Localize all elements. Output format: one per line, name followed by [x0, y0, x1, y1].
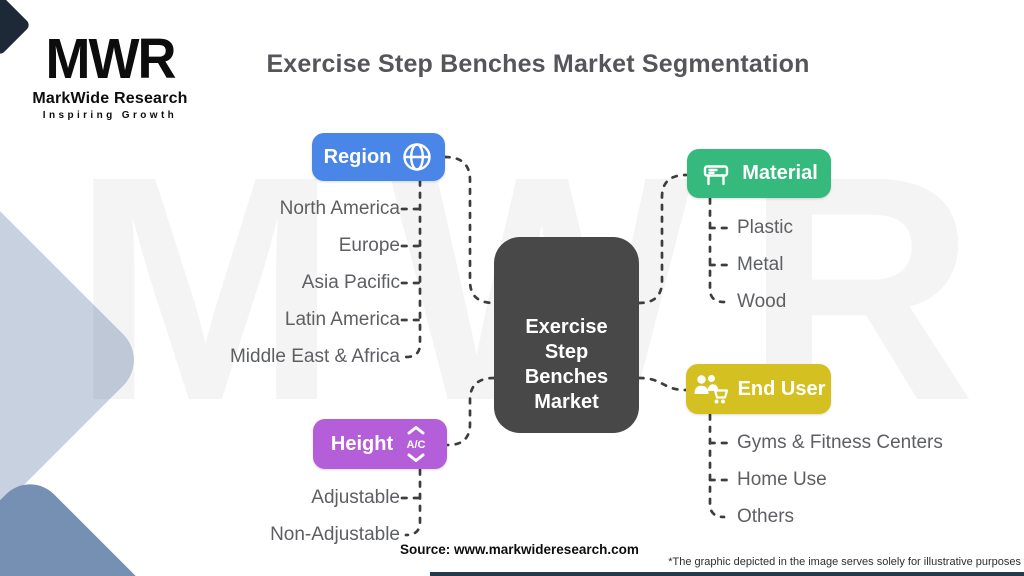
connector-center-to-enduser — [637, 376, 688, 392]
center-node-line: Benches — [524, 366, 609, 388]
connector-center-to-height — [446, 376, 496, 447]
branch-label-height: Height — [330, 432, 394, 455]
branch-node-material: Material — [687, 149, 831, 198]
connector-center-to-material — [637, 173, 688, 305]
list-item-adjustable: Adjustable — [311, 487, 400, 508]
branch-node-region: Region — [312, 133, 445, 181]
page-title: Exercise Step Benches Market Segmentatio… — [266, 50, 810, 78]
center-node-line: Step — [544, 341, 589, 363]
logo-acronym: MWR — [45, 27, 177, 91]
branch-label-region: Region — [323, 145, 392, 168]
connector-region-trunk — [404, 179, 422, 359]
svg-text:A/C: A/C — [407, 439, 426, 451]
center-node: Exercise Step Benches Market — [494, 237, 639, 433]
list-item-home-use: Home Use — [737, 469, 827, 490]
list-item-asia-pacific: Asia Pacific — [301, 272, 400, 293]
list-item-metal: Metal — [737, 254, 784, 275]
disclaimer-text: *The graphic depicted in the image serve… — [668, 556, 1021, 568]
list-item-gyms-fitness-centers: Gyms & Fitness Centers — [737, 432, 943, 453]
source-text: Source: www.markwideresearch.com — [400, 542, 639, 557]
center-node-line: Market — [534, 391, 599, 413]
logo-tagline: Inspiring Growth — [42, 110, 178, 121]
globe-icon — [401, 141, 433, 173]
bottom-edge-strip — [430, 572, 1024, 576]
list-item-europe: Europe — [338, 235, 400, 256]
branch-node-height: Height A/C — [313, 419, 447, 469]
adjustable-height-icon: A/C — [403, 425, 429, 463]
connector-group — [400, 155, 731, 537]
list-item-others: Others — [737, 506, 795, 527]
list-item-middle-east-africa: Middle East & Africa — [229, 346, 400, 367]
connector-material-trunk — [708, 197, 726, 304]
branch-node-end-user: End User — [686, 364, 831, 414]
list-item-non-adjustable: Non-Adjustable — [270, 524, 400, 545]
list-item-north-america: North America — [279, 198, 400, 219]
list-item-wood: Wood — [737, 291, 787, 312]
center-node-line: Exercise — [525, 316, 608, 338]
users-cart-icon — [692, 373, 728, 405]
list-item-latin-america: Latin America — [284, 309, 400, 330]
list-item-plastic: Plastic — [737, 217, 793, 238]
step-bench-icon — [700, 158, 732, 190]
connector-height-trunk — [404, 468, 422, 537]
branch-label-end-user: End User — [737, 377, 826, 400]
brand-logo: MWR MarkWide Research Inspiring Growth — [30, 27, 190, 121]
connector-region-to-center — [443, 155, 496, 305]
logo-name: MarkWide Research — [32, 90, 188, 107]
connector-enduser-trunk — [708, 413, 726, 519]
branch-label-material: Material — [742, 162, 818, 184]
